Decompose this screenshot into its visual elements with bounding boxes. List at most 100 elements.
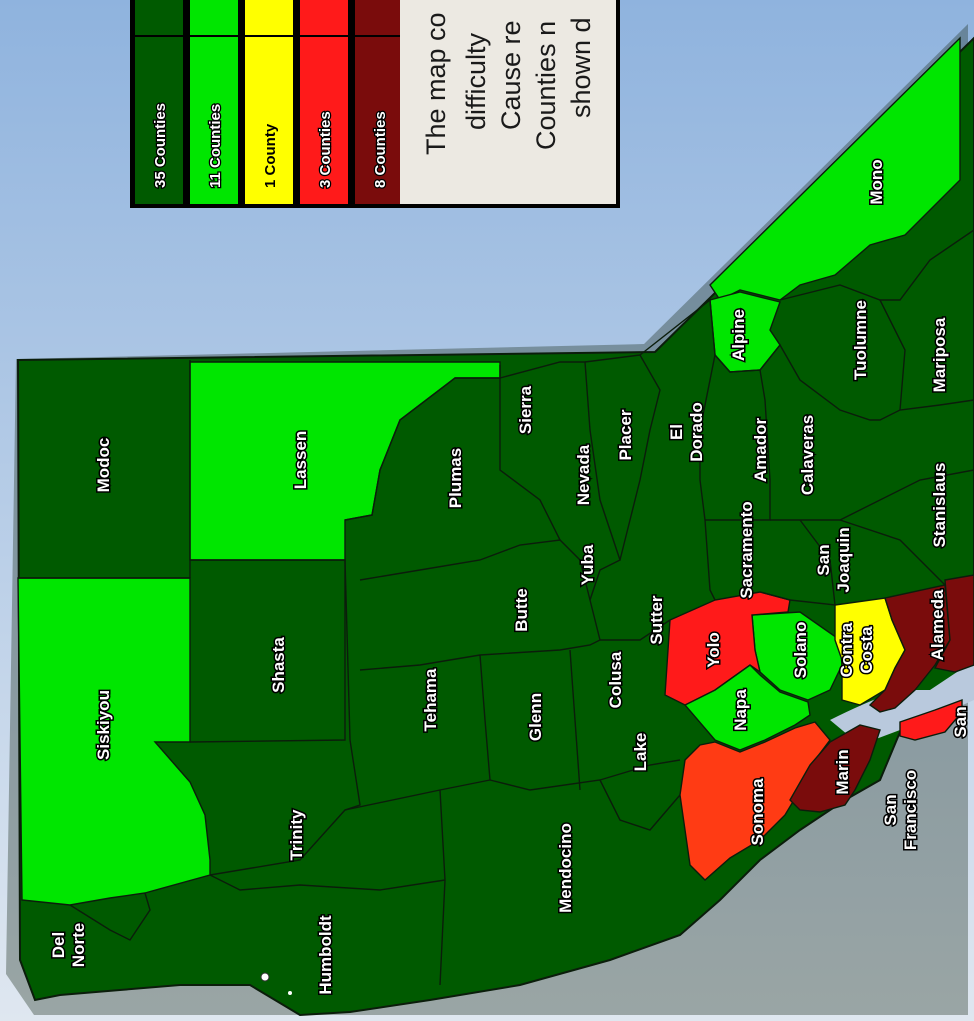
county-label-shasta: Shasta (268, 635, 290, 694)
county-label-lassen: Lassen (290, 429, 312, 491)
county-label-line: Lake (631, 733, 650, 772)
county-label-line: San (951, 706, 970, 737)
county-label-tehama: Tehama (420, 666, 442, 733)
county-label-line: Alpine (729, 309, 748, 361)
county-label-line: Plumas (446, 448, 465, 508)
county-label-line: Norte (69, 923, 88, 967)
county-label-sierra: Sierra (515, 384, 537, 436)
county-label-line: Stanislaus (930, 462, 949, 547)
legend-swatch-4 (355, 0, 403, 204)
county-label-lake: Lake (630, 731, 652, 773)
county-label-line: Sacramento (737, 501, 756, 598)
county-label-line: Mono (867, 159, 886, 204)
county-label-amador: Amador (750, 416, 772, 484)
county-label-line: Dorado (687, 402, 706, 462)
county-label-yuba: Yuba (577, 543, 599, 587)
county-label-line: Mariposa (930, 317, 949, 392)
county-label-sonoma: Sonoma (747, 776, 769, 847)
county-label-san-mateo: San (950, 705, 972, 739)
county-label-sacramento: Sacramento (736, 500, 758, 600)
county-label-line: Trinity (287, 809, 306, 861)
county-label-mono: Mono (866, 158, 888, 206)
county-label-solano: Solano (790, 620, 812, 680)
county-label-trinity: Trinity (286, 807, 308, 862)
county-label-line: Sutter (647, 595, 666, 645)
county-label-mendocino: Mendocino (555, 822, 577, 915)
county-label-line: Francisco (901, 770, 920, 850)
county-borders (18, 229, 974, 986)
county-label-line: Siskiyou (94, 690, 113, 760)
county-label-line: Solano (791, 622, 810, 679)
county-label-line: San (881, 794, 900, 825)
bay-water (830, 665, 974, 745)
county-label-line: Placer (616, 409, 635, 460)
county-label-line: Amador (751, 418, 770, 483)
county-label-yolo: Yolo (703, 631, 725, 670)
legend-swatch-3 (300, 0, 348, 204)
legend-swatch-2 (245, 0, 293, 204)
county-label-calaveras: Calaveras (797, 413, 819, 496)
legend-label-4: 8 Counties (372, 111, 389, 188)
county-label-napa: Napa (730, 687, 752, 732)
county-label-line: Humboldt (316, 915, 335, 995)
county-san-mateo (899, 698, 963, 741)
county-label-line: El (667, 424, 686, 440)
county-label-line: Napa (731, 689, 750, 731)
county-label-sutter: Sutter (646, 594, 668, 647)
county-label-modoc: Modoc (93, 436, 115, 494)
legend-note-box (400, 0, 616, 204)
county-label-line: Tehama (421, 668, 440, 732)
legend-swatch-0 (135, 0, 183, 204)
legend-label-3: 3 Counties (317, 111, 334, 188)
county-label-humboldt: Humboldt (315, 914, 337, 997)
coast-island (260, 972, 270, 982)
legend-label-0: 35 Counties (152, 103, 169, 188)
county-label-glenn: Glenn (525, 691, 547, 742)
county-label-line: Tuolumne (851, 300, 870, 380)
county-label-placer: Placer (615, 408, 637, 462)
county-label-line: Lassen (291, 431, 310, 490)
county-label-line: Shasta (269, 637, 288, 693)
county-label-line: Sonoma (748, 778, 767, 846)
county-label-butte: Butte (511, 587, 533, 633)
county-marin (789, 724, 881, 813)
county-label-plumas: Plumas (445, 446, 467, 509)
county-label-line: Nevada (574, 444, 593, 505)
legend-note-line-3: Counties n (531, 21, 561, 150)
county-label-siskiyou: Siskiyou (93, 689, 115, 762)
county-label-line: Colusa (606, 651, 625, 708)
county-label-colusa: Colusa (605, 650, 627, 710)
county-label-line: Yuba (578, 544, 597, 585)
county-label-line: San (814, 544, 833, 575)
county-label-alameda: Alameda (927, 588, 949, 662)
county-label-line: Glenn (526, 693, 545, 741)
county-label-line: Contra (837, 622, 856, 677)
county-label-line: Butte (512, 588, 531, 631)
county-label-line: Costa (857, 626, 876, 674)
legend-note-line-1: difficulty (461, 32, 491, 130)
county-label-nevada: Nevada (573, 443, 595, 507)
county-label-mariposa: Mariposa (929, 316, 951, 394)
county-east-bay-fringe (933, 574, 974, 673)
legend-label-2: 1 County (262, 123, 279, 188)
county-label-line: Calaveras (798, 415, 817, 495)
county-label-line: Alameda (928, 589, 947, 660)
legend-note-line-2: Cause re (496, 20, 526, 130)
county-label-line: Mendocino (556, 823, 575, 913)
coast-islet (288, 991, 292, 995)
county-label-line: Sierra (516, 385, 535, 434)
county-label-tuolumne: Tuolumne (850, 299, 872, 382)
legend-note-line-4: shown d (566, 17, 596, 118)
county-label-line: Modoc (94, 438, 113, 493)
county-label-line: Marin (833, 749, 852, 794)
county-label-line: Yolo (704, 632, 723, 668)
county-siskiyou (17, 577, 211, 906)
